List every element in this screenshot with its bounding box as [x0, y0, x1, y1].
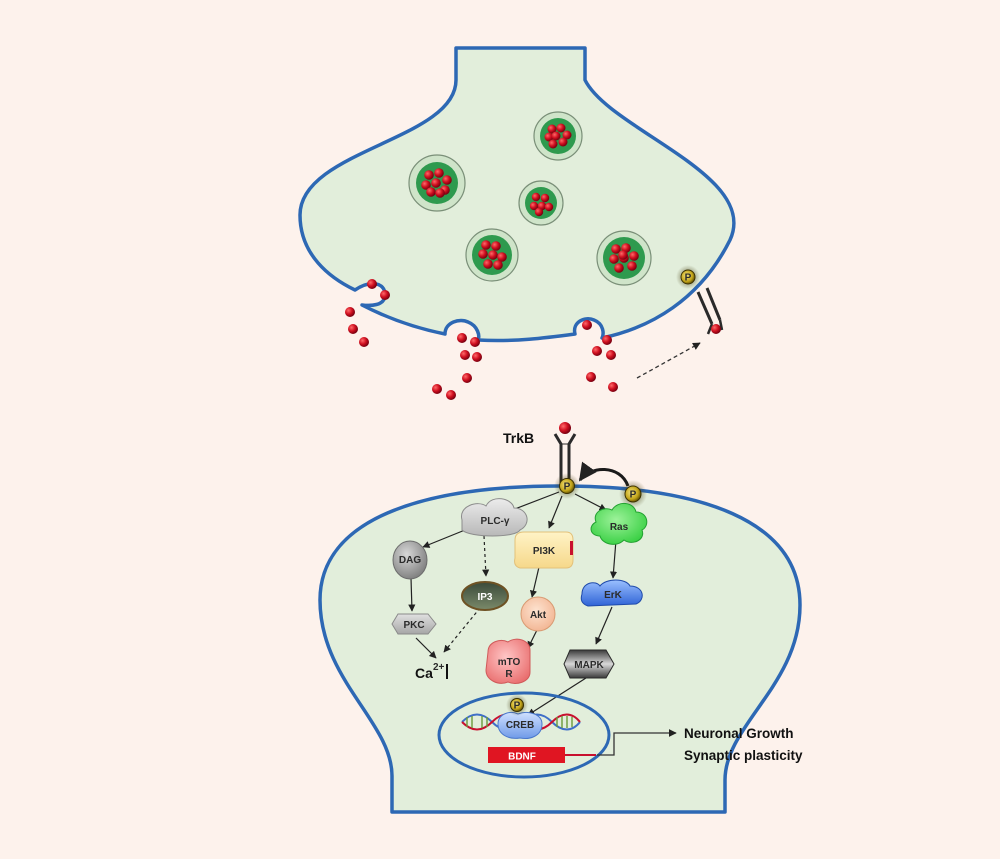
plc-gamma-label: PLC-γ [481, 516, 510, 527]
phospho-label: P [630, 490, 637, 501]
calcium-increase: Ca 2+ [415, 662, 448, 681]
creb-label: CREB [506, 720, 534, 731]
autocrine-arrow [636, 342, 701, 379]
nucleus: CREB P BDNF [437, 691, 611, 779]
mtor-label-line1: mTO [498, 657, 521, 668]
calcium-charge: 2+ [433, 662, 445, 673]
erk-label: ErK [604, 590, 623, 601]
akt-node: Akt [520, 596, 556, 632]
dag-node: DAG [392, 540, 428, 580]
erk-node: ErK [580, 579, 643, 607]
ras-label: Ras [610, 522, 629, 533]
plc-gamma-node: PLC-γ [461, 498, 528, 537]
outcome-synaptic-plasticity: Synaptic plasticity [684, 748, 803, 763]
synaptic-vesicle [596, 230, 652, 286]
outcome-neuronal-growth: Neuronal Growth [684, 726, 794, 741]
synaptic-vesicle [533, 111, 583, 161]
ip3-label: IP3 [477, 592, 492, 603]
ras-node: Ras [590, 503, 648, 545]
akt-label: Akt [530, 610, 547, 621]
presynaptic-terminal: P [298, 46, 736, 343]
outcome-labels: Neuronal Growth Synaptic plasticity [684, 726, 803, 763]
pi3k-node: PI3K [514, 531, 574, 569]
pkc-node: PKC [391, 613, 437, 635]
bdnf-gene: BDNF [488, 747, 596, 763]
phospho-label: P [685, 273, 692, 284]
pi3k-label: PI3K [533, 546, 556, 557]
released-bdnf-molecules [345, 279, 618, 400]
trkb-label: TrkB [503, 430, 534, 446]
calcium-label: Ca [415, 665, 433, 681]
synaptic-vesicle [408, 154, 466, 212]
trkb-receptor: TrkB P [503, 422, 580, 499]
synaptic-vesicle [518, 180, 564, 226]
phospho-label: P [514, 701, 521, 712]
mtor-label-line2: R [505, 669, 513, 680]
dag-label: DAG [399, 555, 421, 566]
mapk-label: MAPK [574, 660, 604, 671]
phospho-label: P [564, 482, 571, 493]
bdnf-label: BDNF [508, 752, 536, 763]
presynaptic-trkb-receptor: P [676, 265, 724, 335]
presynaptic-membrane [298, 46, 736, 343]
creb-node: CREB [497, 711, 543, 739]
mtor-node: mTO R [485, 638, 531, 685]
pkc-label: PKC [403, 620, 424, 631]
phospho-recruitment: P [578, 461, 647, 508]
output-connector [597, 729, 677, 756]
synaptic-vesicle [465, 228, 519, 282]
ip3-node: IP3 [461, 581, 509, 611]
mapk-node: MAPK [563, 649, 615, 679]
